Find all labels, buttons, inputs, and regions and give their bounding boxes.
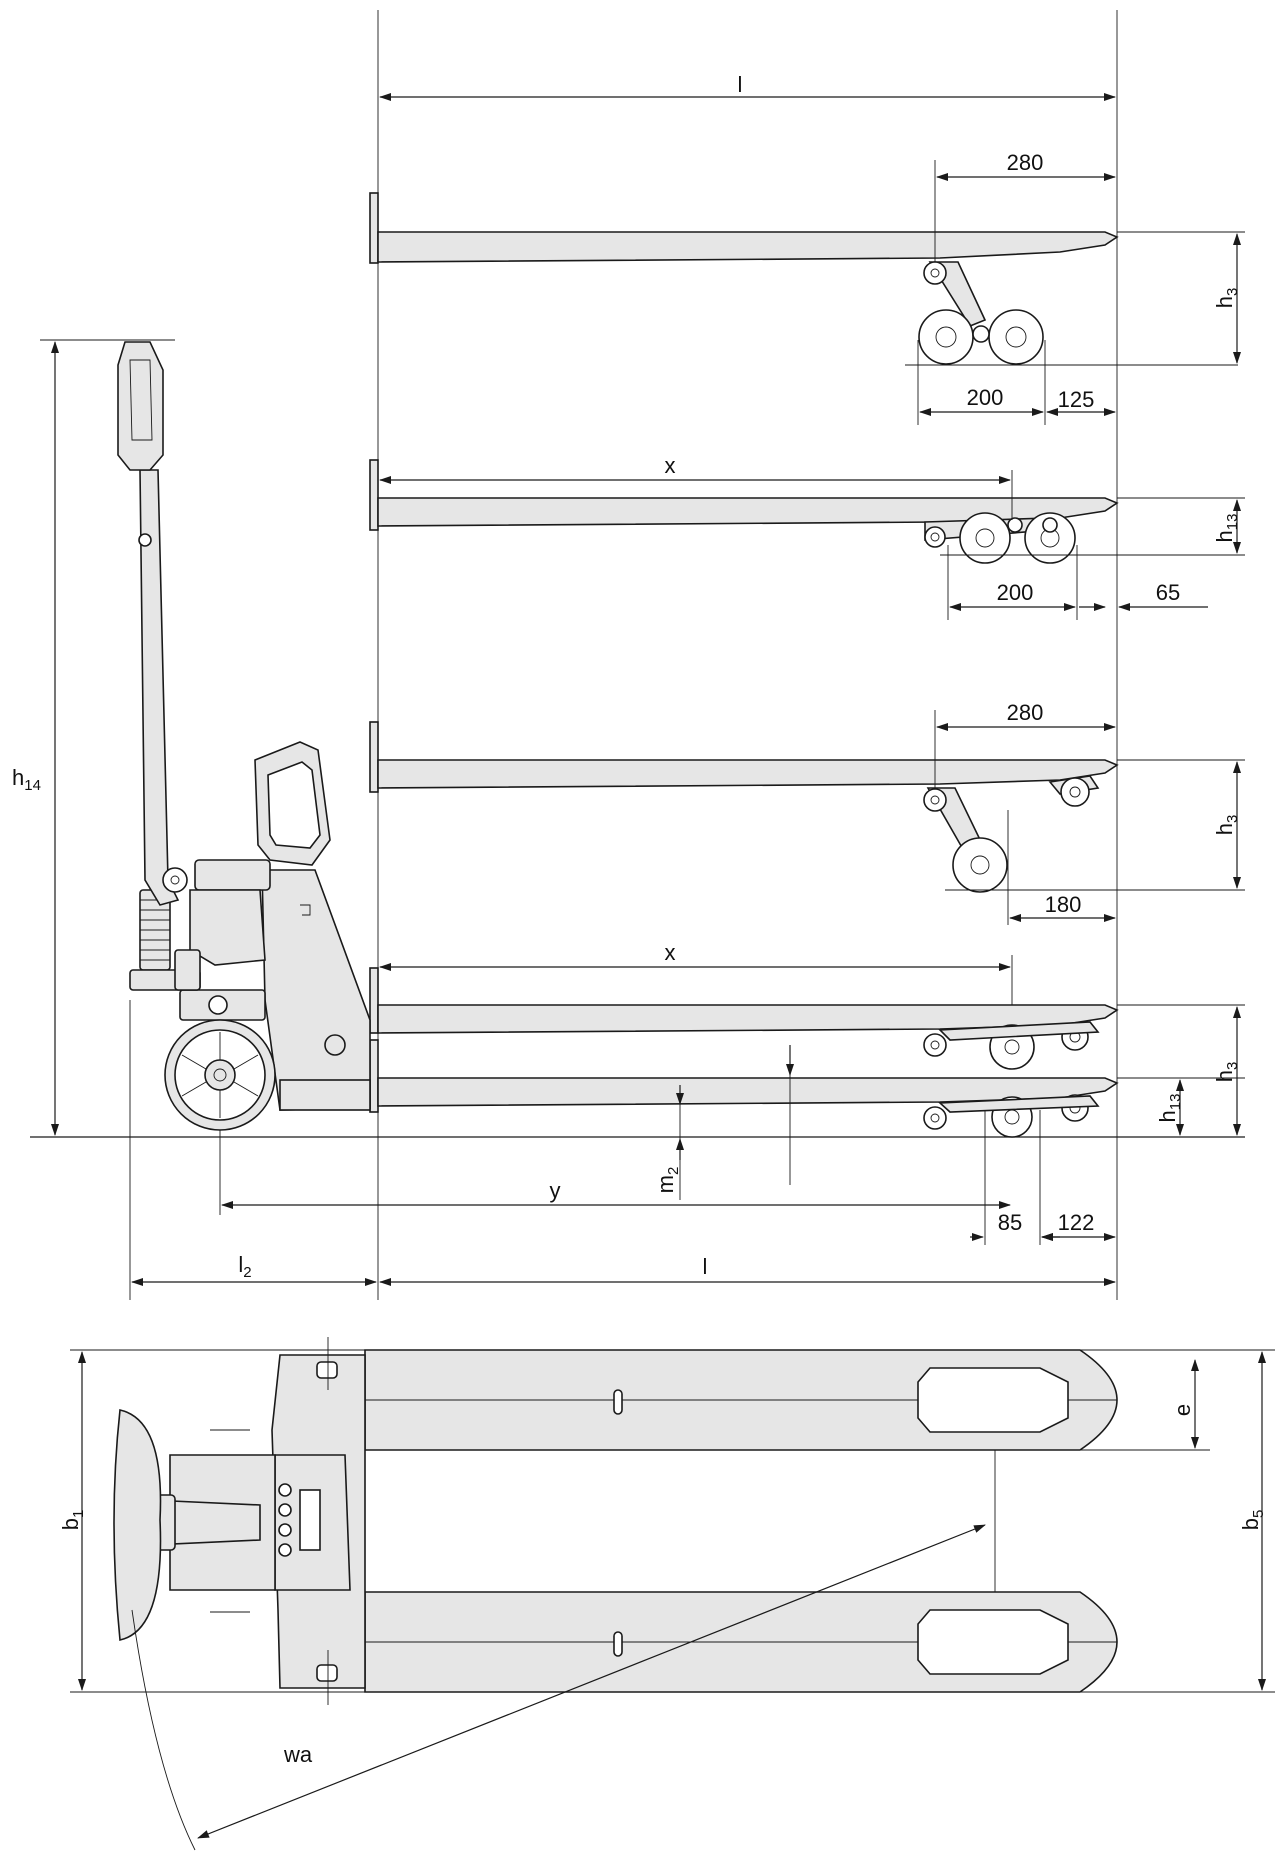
dim-label-h3-a: h3 xyxy=(1212,288,1241,309)
dim-label-200-a: 200 xyxy=(967,385,1004,410)
fork-variant-2: x h13 200 65 xyxy=(369,453,1245,620)
dim-label-l2: l2 xyxy=(238,1252,251,1281)
turning-arc xyxy=(131,1609,196,1851)
load-roller-rear xyxy=(1024,512,1076,564)
dim-label-e: e xyxy=(1170,1404,1195,1416)
dim-label-b5: b5 xyxy=(1238,1510,1267,1531)
dim-label-x-1: x xyxy=(665,453,676,478)
dim-label-m2: m2 xyxy=(653,1167,682,1194)
dim-label-h14: h14 xyxy=(12,765,41,794)
fork-variant-1: 280 h3 200 125 xyxy=(369,150,1245,425)
dim-label-h13-a: h13 xyxy=(1212,514,1241,543)
tiller-shaft xyxy=(139,469,180,906)
load-roller xyxy=(952,837,1008,893)
dim-label-l-top: l xyxy=(738,72,743,97)
hydraulic-pump xyxy=(189,889,266,966)
fork-variant-3: 280 h3 180 xyxy=(369,700,1245,925)
fork-back-plate xyxy=(369,192,379,264)
load-roller-front xyxy=(959,512,1011,564)
scale-button-3 xyxy=(278,1523,292,1537)
dim-label-b1: b1 xyxy=(58,1510,87,1531)
load-roller-front xyxy=(918,309,974,365)
scale-button-1 xyxy=(278,1483,292,1497)
fork-profile xyxy=(377,231,1119,263)
return-spring xyxy=(129,889,201,991)
fork-lowered xyxy=(377,1077,1119,1107)
dim-label-l-bottom: l xyxy=(703,1254,708,1279)
scale-button-2 xyxy=(278,1503,292,1517)
load-roller-rear xyxy=(988,309,1044,365)
chassis-frame xyxy=(261,869,371,1111)
roller-window-left xyxy=(917,1367,1069,1433)
dim-label-280-a: 280 xyxy=(1007,150,1044,175)
main-truck: x xyxy=(117,341,1245,1138)
scale-lcd xyxy=(299,1489,321,1551)
dim-label-280-b: 280 xyxy=(1007,700,1044,725)
release-lever-ring xyxy=(138,533,152,547)
dim-label-200-b: 200 xyxy=(997,580,1034,605)
dim-label-h3-c: h3 xyxy=(1212,1062,1241,1083)
frame-bolt xyxy=(324,1034,346,1056)
handle-top xyxy=(113,1409,162,1641)
entry-wheel xyxy=(1060,777,1090,807)
top-view: b1 b5 e wa xyxy=(58,1337,1275,1851)
dim-label-h13-b: h13 xyxy=(1155,1094,1184,1123)
fork-back-plate-lowered xyxy=(369,1039,379,1113)
scale-display-window xyxy=(267,761,321,849)
dim-label-125: 125 xyxy=(1058,387,1095,412)
dim-label-y: y xyxy=(550,1178,561,1203)
hydraulic-pump-cover xyxy=(194,859,271,891)
roller-window-right xyxy=(917,1609,1069,1675)
fork-slot-right xyxy=(613,1631,623,1657)
fork-back-plate xyxy=(369,721,379,793)
dim-label-wa: wa xyxy=(283,1742,313,1767)
fork-back-plate-raised xyxy=(369,967,379,1034)
fork-raised xyxy=(377,1004,1119,1034)
fork-back-plate xyxy=(369,459,379,531)
tiller-pivot xyxy=(162,867,188,893)
fork-profile xyxy=(377,497,1119,527)
dim-label-122: 122 xyxy=(1058,1210,1095,1235)
dim-label-x-2: x xyxy=(665,940,676,965)
side-view: l 280 h3 200 xyxy=(12,10,1245,1300)
dim-label-h3-b: h3 xyxy=(1212,815,1241,836)
fork-slot-left xyxy=(613,1389,623,1415)
dim-label-85: 85 xyxy=(998,1210,1022,1235)
scale-button-4 xyxy=(278,1543,292,1557)
dim-label-180: 180 xyxy=(1045,892,1082,917)
dim-label-65: 65 xyxy=(1156,580,1180,605)
fork-profile xyxy=(377,759,1119,789)
handle-grip xyxy=(117,341,164,471)
dim-line-wa xyxy=(197,1524,986,1839)
linkage-pivot xyxy=(923,261,947,285)
